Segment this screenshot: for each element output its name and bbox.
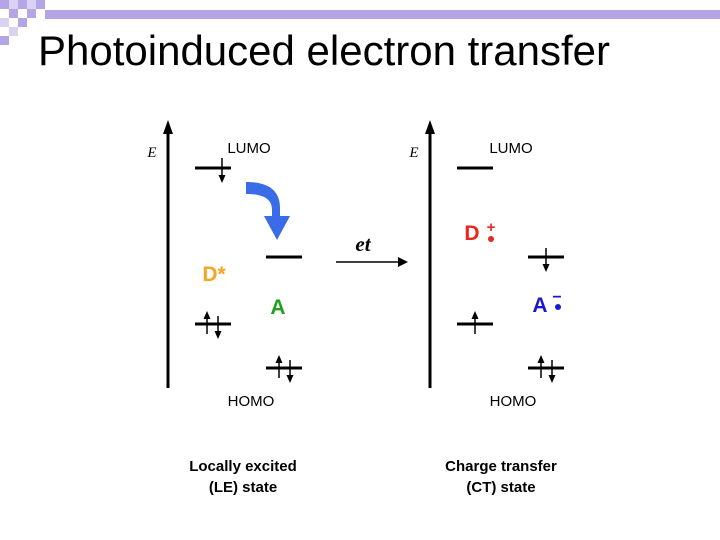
transition-arrow-icon bbox=[398, 257, 408, 267]
deco-square bbox=[18, 0, 27, 9]
electron-transfer-label: et bbox=[355, 232, 371, 256]
radical-dot-icon bbox=[555, 304, 561, 310]
lumo-label: LUMO bbox=[489, 140, 532, 157]
deco-square bbox=[0, 18, 9, 27]
homo-label: HOMO bbox=[490, 393, 537, 410]
transition: et bbox=[336, 232, 408, 267]
acceptor-charge: − bbox=[552, 289, 561, 306]
ct-caption-line2: (CT) state bbox=[466, 479, 536, 496]
electron-transfer-curved-arrow-icon bbox=[246, 182, 290, 240]
le-caption-line1: Locally excited bbox=[189, 458, 297, 475]
ct-caption-line1: Charge transfer bbox=[445, 458, 557, 475]
electron-spin-up-icon bbox=[537, 355, 545, 378]
le-caption-line2: (LE) state bbox=[208, 479, 278, 496]
electron-spin-down-icon bbox=[286, 360, 294, 383]
donor-excited-label: D* bbox=[202, 263, 226, 286]
electron-spin-up-icon bbox=[275, 355, 283, 378]
le-panel: E LUMO HOMO bbox=[146, 120, 302, 410]
energy-axis-arrowhead bbox=[163, 120, 173, 134]
deco-square bbox=[27, 0, 36, 9]
electron-spin-down-icon bbox=[214, 316, 222, 339]
acceptor-label: A bbox=[270, 296, 285, 319]
donor-cation-label: D bbox=[464, 222, 479, 245]
electron-spin-down-icon bbox=[542, 248, 550, 272]
electron-spin-down-icon bbox=[548, 360, 556, 383]
deco-square bbox=[18, 18, 27, 27]
acceptor-radical-anion: A − bbox=[532, 289, 561, 317]
deco-square bbox=[27, 9, 36, 18]
ct-panel: E LUMO HOMO D + bbox=[408, 120, 564, 410]
electron-spin-down-icon bbox=[218, 158, 226, 183]
electron-spin-up-icon bbox=[203, 311, 211, 334]
homo-label: HOMO bbox=[228, 393, 275, 410]
deco-square bbox=[36, 0, 45, 9]
title-accent-bar bbox=[45, 10, 720, 19]
electron-spin-up-icon bbox=[471, 311, 479, 334]
deco-square bbox=[9, 9, 18, 18]
lumo-label: LUMO bbox=[227, 140, 270, 157]
deco-square bbox=[0, 36, 9, 45]
decoration-squares bbox=[0, 0, 45, 45]
deco-square bbox=[0, 0, 9, 9]
donor-charge: + bbox=[487, 219, 496, 236]
deco-square bbox=[9, 27, 18, 36]
slide-decoration bbox=[0, 0, 720, 45]
acceptor-anion-label: A bbox=[532, 294, 547, 317]
donor-radical-cation: D + bbox=[464, 219, 495, 245]
le-state-caption: Locally excited (LE) state bbox=[143, 456, 343, 498]
energy-axis-arrowhead bbox=[425, 120, 435, 134]
radical-dot-icon bbox=[488, 236, 494, 242]
energy-axis-label: E bbox=[146, 145, 156, 161]
ct-state-caption: Charge transfer (CT) state bbox=[401, 456, 601, 498]
deco-square bbox=[9, 0, 18, 9]
slide-title: Photoinduced electron transfer bbox=[38, 27, 611, 74]
energy-axis-label: E bbox=[408, 145, 418, 161]
